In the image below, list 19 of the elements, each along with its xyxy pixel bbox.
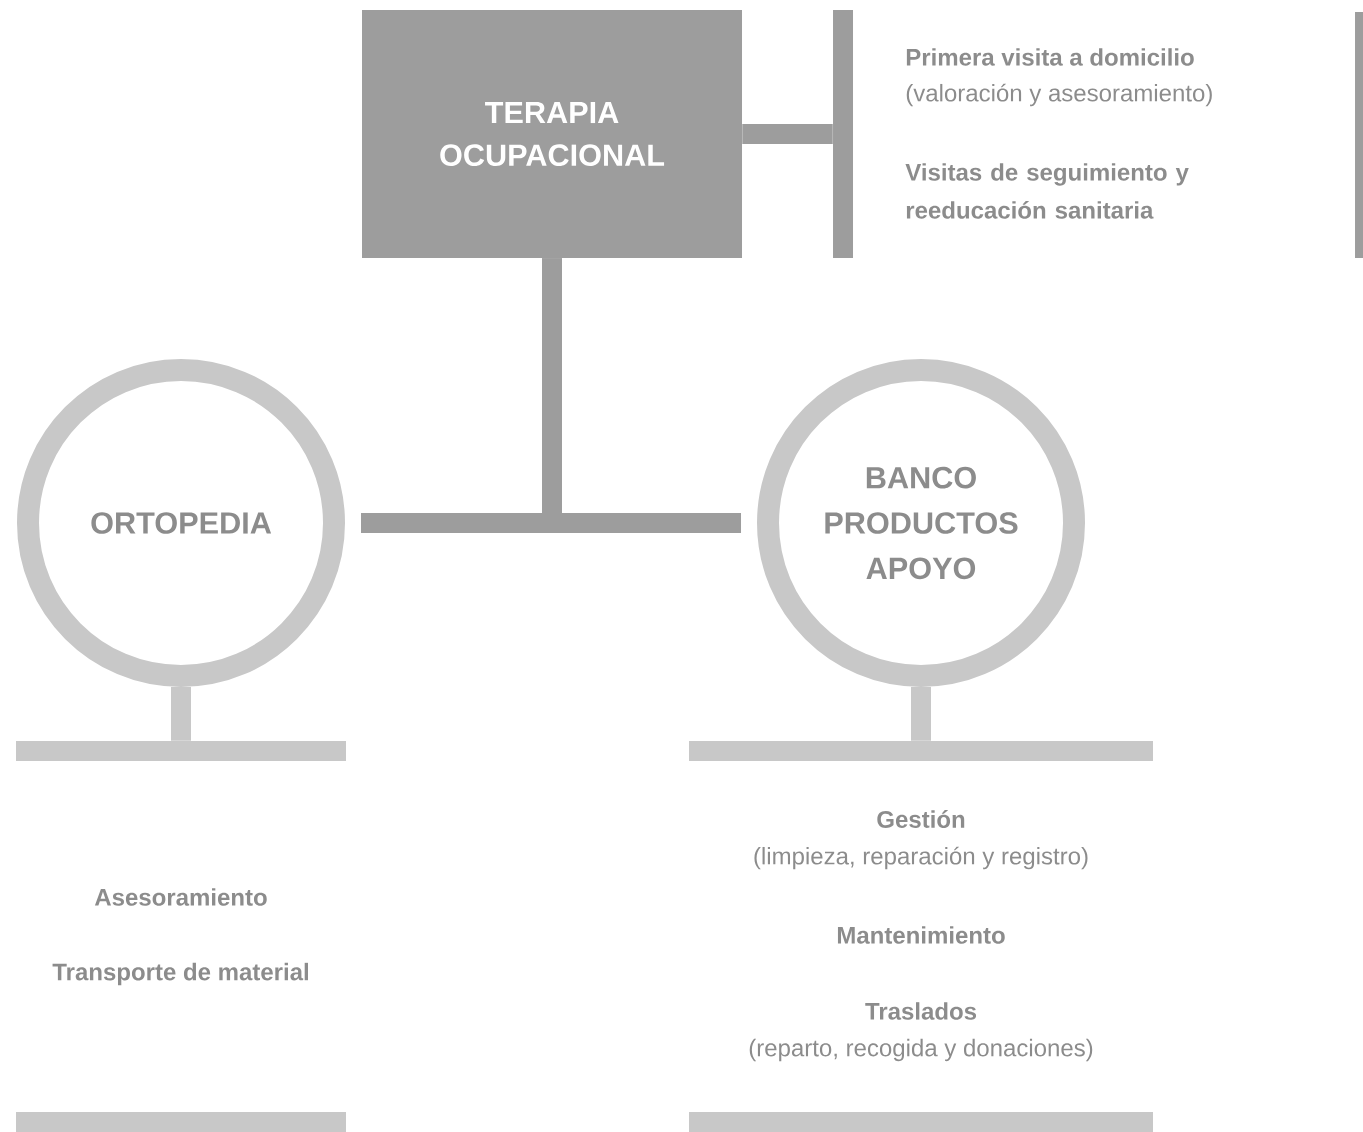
circle-node: ORTOPEDIA [17,359,345,687]
process-box: TERAPIA OCUPACIONAL [362,10,742,258]
bar [833,10,853,258]
circle-node: BANCO PRODUCTOS APOYO [757,359,1085,687]
connector-line [171,687,191,741]
bar [689,1112,1153,1132]
list-text: Visitas de seguimiento y reeducación sanitaria [905,163,1189,219]
connector-line [542,258,741,533]
list-text: (reparto, recogida y donaciones) [749,1038,1093,1062]
connector-line [911,687,931,741]
connector-line [742,124,833,144]
list-text: (limpieza, reparación y registro) [754,846,1088,870]
bar [16,1112,346,1132]
list-text: Mantenimiento [837,926,1005,944]
list-text: (valoración y asesoramiento) [906,83,1212,107]
bar [16,741,346,761]
list-text: Transporte de material [52,962,308,986]
list-text: Asesoramiento [94,888,267,906]
bar [689,741,1153,761]
